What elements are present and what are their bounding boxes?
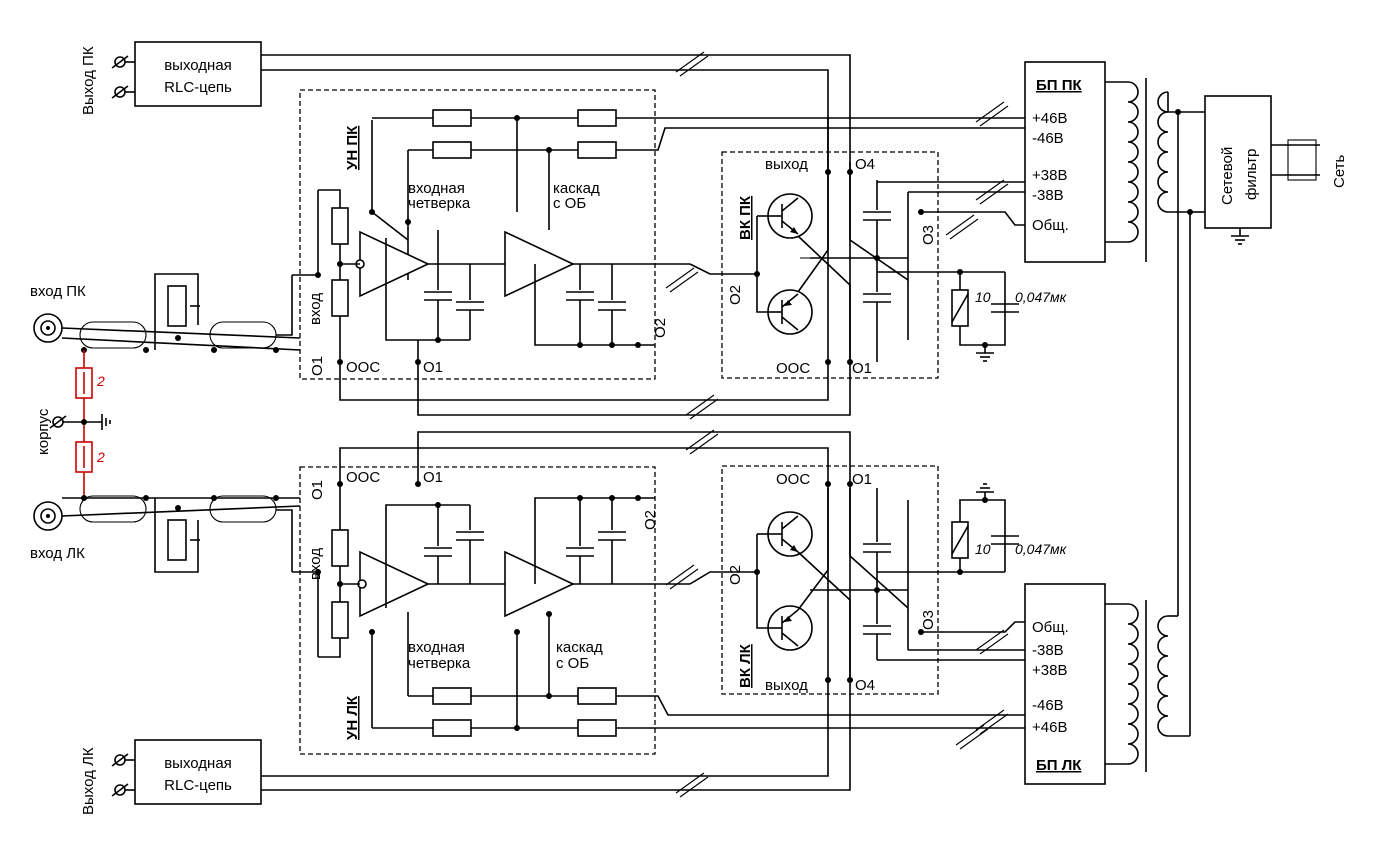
ground-icon bbox=[975, 344, 995, 362]
cap-label: 0,047мк bbox=[1015, 289, 1068, 305]
npn-transistor-icon bbox=[767, 511, 813, 557]
ooc-label-vk: ООС bbox=[776, 360, 810, 377]
input-jack-icon[interactable] bbox=[33, 313, 63, 343]
o2-label-vkl: О2 bbox=[727, 565, 744, 585]
amp2-left bbox=[504, 550, 575, 618]
ooc-label-vkl: ООС bbox=[776, 471, 810, 488]
o2-label-l: О2 bbox=[642, 510, 659, 530]
channel-right: Выход ПК выходная RLC-цепь УН ПК bbox=[30, 41, 1139, 420]
r-red-bottom: 2 bbox=[96, 449, 105, 465]
o1-label: О1 bbox=[309, 356, 326, 376]
vyhod-label: выход bbox=[765, 156, 808, 173]
input-quad-4: четверка bbox=[408, 655, 471, 672]
input-right-label: вход ПК bbox=[30, 283, 86, 300]
o2-label-vk: О2 bbox=[727, 285, 744, 305]
input-quad-2: четверка bbox=[408, 195, 471, 212]
amp2-right bbox=[504, 230, 575, 298]
input-quad-1: входная bbox=[408, 180, 465, 197]
un-right-label: УН ПК bbox=[344, 125, 361, 170]
vk-left-block bbox=[721, 465, 939, 695]
vk-right-label: ВК ПК bbox=[737, 195, 754, 240]
o3-label: О3 bbox=[920, 225, 937, 245]
ground-icon bbox=[1230, 227, 1250, 245]
rlc-label-3: выходная bbox=[164, 755, 232, 772]
vhod-label-l: вход bbox=[307, 548, 324, 580]
psu-right-label: БП ПК bbox=[1036, 77, 1083, 94]
transformer-coil-icon bbox=[1127, 81, 1139, 243]
vk-left-label: ВК ЛК bbox=[737, 643, 754, 688]
potentiometer-left[interactable] bbox=[167, 519, 187, 561]
ooc-label: ООС bbox=[346, 359, 380, 376]
un-left-block bbox=[299, 466, 656, 755]
primary-coil-icon bbox=[1157, 91, 1169, 213]
o1-label-vkl: О1 bbox=[852, 471, 872, 488]
rlc-box-left bbox=[134, 739, 262, 805]
transformer-coil-icon bbox=[1127, 603, 1139, 765]
input-jack-icon[interactable] bbox=[33, 501, 63, 531]
amp1-left bbox=[359, 550, 430, 618]
pnp-transistor-icon bbox=[767, 605, 813, 651]
chassis-ground: 2 2 корпус bbox=[35, 350, 111, 498]
primary-coil-icon bbox=[1157, 615, 1169, 737]
psu-left-box bbox=[1024, 583, 1106, 785]
v-p46-left: +46В bbox=[1032, 719, 1067, 736]
mains-section: Сетевой фильтр Сеть bbox=[1145, 78, 1348, 772]
cascade-1: каскад bbox=[553, 180, 600, 197]
v-p38-right: +38В bbox=[1032, 167, 1067, 184]
filter-label-2: фильтр bbox=[1243, 149, 1260, 200]
mains-label: Сеть bbox=[1331, 154, 1348, 188]
output-left-label: Выход ЛК bbox=[80, 747, 97, 815]
r10-label-l: 10 bbox=[975, 541, 991, 557]
psu-left-label: БП ЛК bbox=[1036, 757, 1082, 774]
psu-right-box bbox=[1024, 61, 1106, 263]
filter-label-1: Сетевой bbox=[1219, 147, 1236, 205]
o1-label-2: О1 bbox=[423, 359, 443, 376]
o2-label: О2 bbox=[652, 318, 669, 338]
o1-label-l: О1 bbox=[309, 480, 326, 500]
rlc-label-1: выходная bbox=[164, 57, 232, 74]
korpus-label: корпус bbox=[35, 408, 52, 455]
un-right-block bbox=[299, 89, 656, 380]
amp1-right bbox=[359, 230, 430, 298]
chassis-terminal-icon[interactable] bbox=[49, 415, 67, 429]
input-left-label: вход ЛК bbox=[30, 545, 85, 562]
vhod-label: вход bbox=[307, 293, 324, 325]
v-m38-right: -38В bbox=[1032, 187, 1064, 204]
v-p46-right: +46В bbox=[1032, 110, 1067, 127]
ooc-label-l: ООС bbox=[346, 469, 380, 486]
rlc-label-2: RLC-цепь bbox=[164, 79, 232, 96]
npn-transistor-icon bbox=[767, 193, 813, 239]
rlc-box-right bbox=[134, 41, 262, 107]
cascade-3: каскад bbox=[556, 639, 603, 656]
common-right: Общ. bbox=[1032, 217, 1069, 234]
channel-left: Выход ЛК выходная RLC-цепь УН ЛК входная… bbox=[30, 429, 1139, 815]
o3-label-l: О3 bbox=[920, 610, 937, 630]
r10-label: 10 bbox=[975, 289, 991, 305]
v-p38-left: +38В bbox=[1032, 662, 1067, 679]
o4-label-l: О4 bbox=[855, 677, 875, 694]
vyhod-label-l: выход bbox=[765, 677, 808, 694]
cascade-4: с ОБ bbox=[556, 655, 589, 672]
o1-label-vk: О1 bbox=[852, 360, 872, 377]
v-m46-right: -46В bbox=[1032, 130, 1064, 147]
input-quad-3: входная bbox=[408, 639, 465, 656]
mains-filter-box bbox=[1204, 95, 1272, 229]
output-right-label: Выход ПК bbox=[80, 46, 97, 115]
un-left-label: УН ЛК bbox=[344, 695, 361, 740]
potentiometer-right[interactable] bbox=[167, 285, 187, 327]
r-red-top: 2 bbox=[96, 373, 105, 389]
cascade-2: с ОБ bbox=[553, 195, 586, 212]
ground-icon bbox=[975, 483, 995, 501]
v-m38-left: -38В bbox=[1032, 642, 1064, 659]
v-m46-left: -46В bbox=[1032, 697, 1064, 714]
o4-label: О4 bbox=[855, 156, 875, 173]
vk-right-block bbox=[721, 151, 939, 379]
pnp-transistor-icon bbox=[767, 289, 813, 335]
rlc-label-4: RLC-цепь bbox=[164, 777, 232, 794]
o1-label-l2: О1 bbox=[423, 469, 443, 486]
common-left: Общ. bbox=[1032, 619, 1069, 636]
cap-label-l: 0,047мк bbox=[1015, 541, 1068, 557]
